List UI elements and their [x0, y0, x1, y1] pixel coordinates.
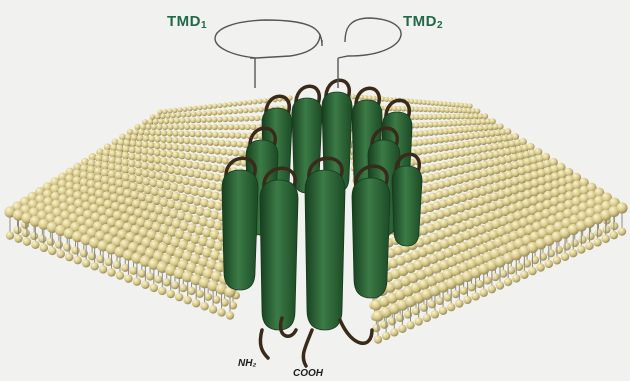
- tmd2-label: TMD2: [403, 13, 443, 31]
- c-terminus-tail: [303, 330, 312, 366]
- tmd1-label-subscript: 1: [201, 20, 207, 31]
- tmd2-bracket: [338, 18, 401, 88]
- tmd1-bracket: [215, 20, 322, 88]
- tmd-brackets: [215, 18, 401, 88]
- n-terminus-tail: [260, 330, 268, 358]
- bottom-loop: [340, 320, 372, 343]
- n-terminus-label: NH₂: [238, 358, 256, 369]
- transmembrane-helix: [305, 170, 345, 330]
- transmembrane-helix: [352, 178, 390, 298]
- transmembrane-helix: [392, 166, 422, 246]
- tmd2-label-subscript: 2: [437, 20, 443, 31]
- transmembrane-helix: [222, 170, 258, 290]
- tmd1-label: TMD1: [167, 13, 207, 31]
- transmembrane-helix: [260, 180, 298, 330]
- c-terminus-label: COOH: [293, 368, 323, 379]
- tmd2-label-text: TMD: [403, 13, 437, 30]
- tmd1-label-text: TMD: [167, 13, 201, 30]
